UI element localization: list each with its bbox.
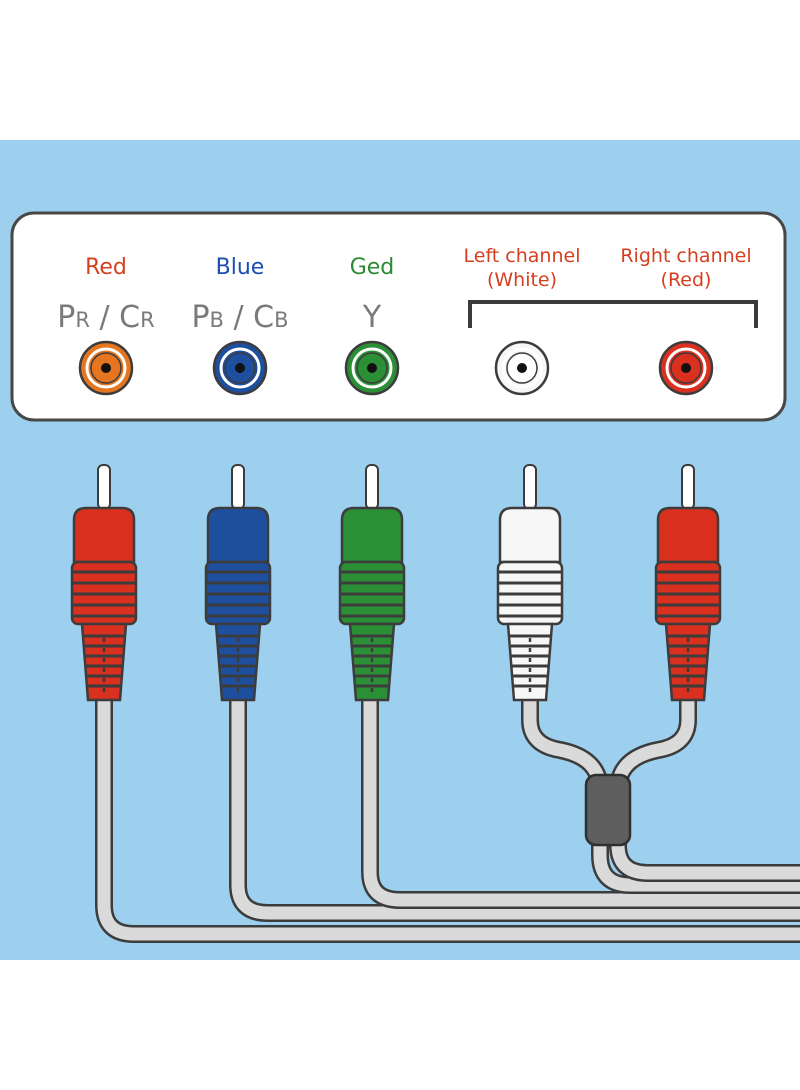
jack-2-pin-hole bbox=[367, 363, 377, 373]
plug-0 bbox=[70, 464, 138, 702]
jack-1-pin-hole bbox=[235, 363, 245, 373]
port-0-name: Red bbox=[85, 255, 127, 280]
audio-bracket-line bbox=[468, 300, 758, 328]
plug-3 bbox=[496, 464, 564, 702]
cable-white bbox=[523, 700, 800, 892]
connector-panel bbox=[10, 211, 787, 422]
jack-0-inner-ring bbox=[85, 347, 127, 389]
port-0-signal: PR / CR bbox=[57, 300, 154, 335]
port-1-name: Blue bbox=[216, 255, 265, 280]
plug-0-head bbox=[72, 506, 136, 564]
jack-3-inner-ring bbox=[501, 347, 543, 389]
jacks bbox=[78, 340, 714, 396]
jack-0-pin-hole bbox=[101, 363, 111, 373]
plug-2 bbox=[338, 464, 406, 702]
port-3-name: Left channel bbox=[464, 245, 581, 267]
plug-1-pin bbox=[231, 464, 245, 510]
cable-red bbox=[97, 700, 800, 941]
plug-2-head bbox=[340, 506, 404, 564]
plug-1-head bbox=[206, 506, 270, 564]
port-2-name: Ged bbox=[350, 255, 395, 280]
jack-2-inner-ring bbox=[351, 347, 393, 389]
jack-3-pin-hole bbox=[517, 363, 527, 373]
cables bbox=[95, 700, 800, 943]
plug-4-pin bbox=[681, 464, 695, 510]
plug-4-head bbox=[656, 506, 720, 564]
port-4-name: Right channel bbox=[620, 245, 751, 267]
port-1-signal: PB / CB bbox=[191, 300, 288, 335]
plug-2-pin bbox=[365, 464, 379, 510]
jack-4-pin-hole bbox=[681, 363, 691, 373]
port-4-name-sub: (Red) bbox=[661, 269, 712, 291]
plug-1 bbox=[204, 464, 272, 702]
jack-1-inner-ring bbox=[219, 347, 261, 389]
plugs bbox=[70, 464, 722, 702]
jack-4-inner-ring bbox=[665, 347, 707, 389]
audio-bracket bbox=[468, 300, 758, 328]
port-2-signal: Y bbox=[362, 300, 382, 335]
port-3-name-sub: (White) bbox=[487, 269, 557, 291]
plug-3-pin bbox=[523, 464, 537, 510]
plug-3-head bbox=[498, 506, 562, 564]
cable-blue bbox=[231, 700, 800, 920]
ferrite-sleeve bbox=[584, 773, 632, 847]
plug-4 bbox=[654, 464, 722, 702]
cable-red-audio bbox=[611, 700, 800, 880]
cable-green bbox=[363, 700, 800, 907]
plug-0-pin bbox=[97, 464, 111, 510]
